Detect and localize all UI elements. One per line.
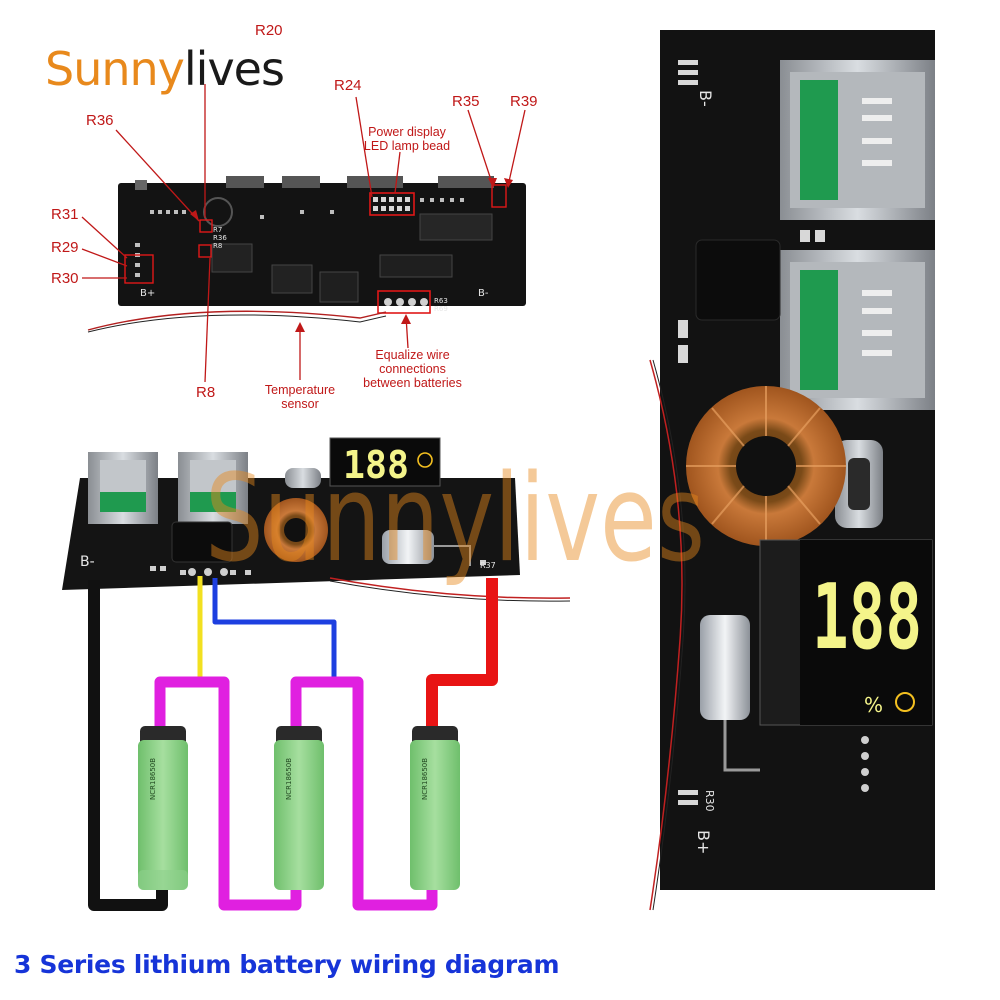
annotation-leaders — [81, 84, 526, 383]
label-power-display: Power display LED lamp bead — [352, 125, 462, 153]
label-equalize-line3: between batteries — [363, 376, 462, 390]
label-equalize-line2: connections — [379, 362, 446, 376]
battery-2-model: NCR18650B — [285, 758, 293, 800]
label-temperature-line2: sensor — [281, 397, 319, 411]
bottom-bminus-mark: B- — [80, 554, 95, 570]
right-r30-mark: R30 — [703, 790, 716, 812]
top-board: B+ B- R7 R36 R8 R63 R69 — [87, 176, 526, 333]
label-power-display-line1: Power display — [368, 125, 446, 139]
right-bplus-mark: B+ — [694, 830, 713, 854]
top-r69-mark: R69 — [434, 305, 448, 313]
right-board: 188 % B- B+ R30 — [649, 30, 935, 911]
wiring — [88, 576, 498, 911]
brand-logo-part2: lives — [183, 42, 285, 96]
right-bminus-mark: B- — [696, 90, 715, 107]
battery-cells: NCR18650B NCR18650B NCR18650B — [138, 726, 460, 890]
label-r20: R20 — [255, 22, 283, 39]
top-bplus-mark: B+ — [140, 288, 155, 299]
brand-logo: Sunnylives — [45, 42, 285, 96]
label-r8: R8 — [196, 384, 216, 401]
battery-1-model: NCR18650B — [149, 758, 157, 800]
top-r63-mark: R63 — [434, 297, 448, 305]
label-power-display-line2: LED lamp bead — [363, 139, 451, 153]
label-r30: R30 — [51, 270, 79, 287]
watermark-text: Sunnylives — [205, 450, 705, 589]
diagram-caption: 3 Series lithium battery wiring diagram — [14, 950, 560, 979]
brand-logo-part1: Sunny — [45, 42, 185, 96]
label-r31: R31 — [51, 206, 79, 223]
battery-cell-1: NCR18650B — [138, 726, 188, 890]
battery-cell-3: NCR18650B — [410, 726, 460, 890]
bottom-board: 188 B- R37 — [62, 437, 571, 602]
right-display-percent: % — [864, 693, 883, 717]
top-r7-mark: R7 — [213, 226, 222, 234]
label-r29: R29 — [51, 239, 79, 256]
right-display-digits: 188 — [812, 565, 922, 670]
label-temperature-line1: Temperature — [264, 383, 336, 397]
label-r36: R36 — [86, 112, 114, 129]
top-r8-mark: R8 — [213, 242, 222, 250]
watermark: Sunnylives — [205, 450, 705, 589]
label-temperature-sensor: Temperature sensor — [255, 383, 345, 411]
top-r36-mark: R36 — [213, 234, 227, 242]
battery-cell-2: NCR18650B — [274, 726, 324, 890]
bottom-display-digits: 188 — [343, 443, 409, 487]
top-bminus-mark: B- — [478, 288, 489, 299]
label-equalize-line1: Equalize wire — [375, 348, 450, 362]
label-r35: R35 — [452, 93, 480, 110]
label-equalize-wire: Equalize wire connections between batter… — [350, 348, 475, 390]
battery-3-model: NCR18650B — [421, 758, 429, 800]
label-r24: R24 — [334, 77, 362, 94]
bottom-r37-mark: R37 — [480, 561, 496, 570]
label-r39: R39 — [510, 93, 538, 110]
